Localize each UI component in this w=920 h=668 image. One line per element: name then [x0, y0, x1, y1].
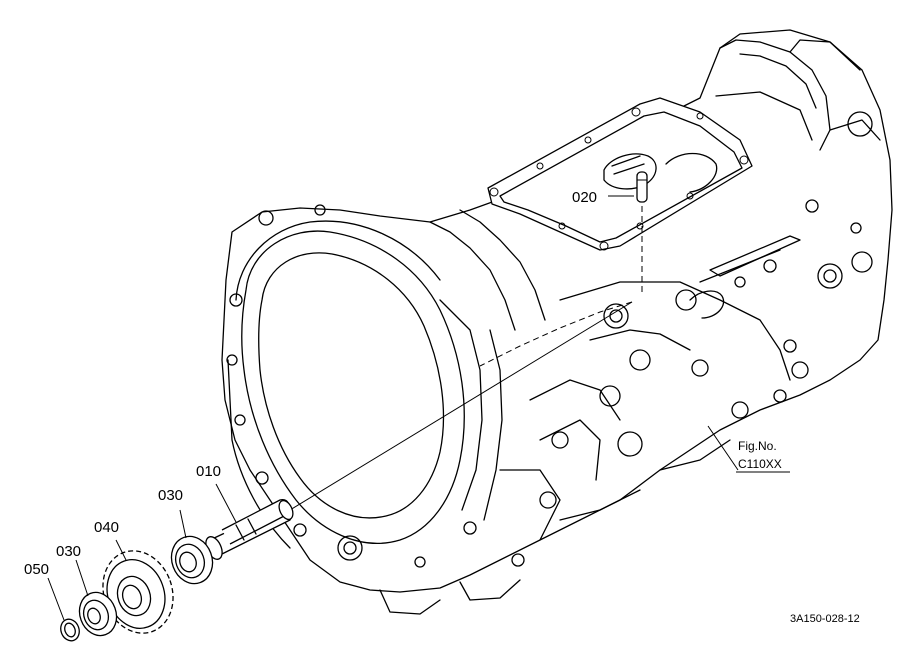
pin-020: [636, 171, 648, 203]
snap-ring-050: [60, 618, 80, 642]
bearing-030-upper: [170, 535, 214, 585]
leader-030-lower: [75, 559, 89, 597]
leader-010: [215, 483, 237, 523]
fig-number-label: Fig.No.: [738, 439, 777, 453]
callout-030-upper: 030: [158, 487, 183, 504]
drawing-id: 3A150-028-12: [790, 613, 860, 625]
fig-number-code: C110XX: [738, 457, 782, 471]
leader-050: [47, 577, 65, 621]
leader-030-upper: [179, 509, 187, 539]
shaft-010: [205, 499, 294, 560]
callout-050: 050: [24, 561, 49, 578]
callout-040: 040: [94, 519, 119, 536]
leader-040: [115, 539, 127, 561]
callout-030-lower: 030: [56, 543, 81, 560]
bearing-030-lower: [78, 591, 118, 637]
gear-040: [102, 550, 174, 634]
guide-dashed-lower: [479, 301, 633, 367]
assembly-axis: [289, 301, 633, 511]
fig-leader: [707, 425, 739, 471]
transmission-housing: [221, 29, 893, 615]
callout-020: 020: [572, 189, 597, 206]
callout-010: 010: [196, 463, 221, 480]
